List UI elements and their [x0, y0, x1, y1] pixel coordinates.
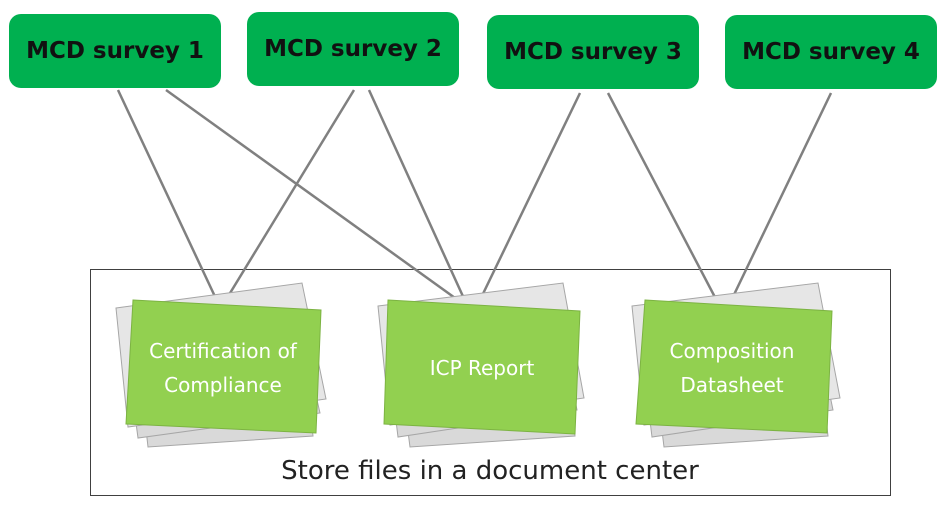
survey-box-4: MCD survey 4: [725, 15, 937, 89]
connector-lines: [116, 88, 833, 305]
document-stack-2: [377, 282, 585, 448]
connector-survey2-doc1: [222, 89, 356, 304]
survey-box-1: MCD survey 1: [9, 14, 221, 88]
survey-box-3: MCD survey 3: [487, 15, 699, 89]
survey-box-2: MCD survey 2: [247, 12, 459, 86]
document-label-text: Composition Datasheet: [669, 339, 795, 397]
connector-survey1-doc2: [165, 88, 463, 305]
document-label-text: Certification of Compliance: [149, 339, 297, 397]
document-label-2: ICP Report: [387, 318, 577, 418]
document-center-caption: Store files in a document center: [281, 456, 699, 486]
connector-survey2-doc2: [367, 89, 468, 304]
document-sheet-front: [383, 299, 581, 435]
survey-label: MCD survey 4: [742, 39, 920, 65]
document-label-3: Composition Datasheet: [637, 318, 827, 418]
connector-survey4-doc3: [728, 92, 833, 304]
connector-survey3-doc3: [606, 92, 720, 304]
document-label-text: ICP Report: [429, 356, 535, 380]
survey-label: MCD survey 2: [264, 36, 442, 62]
connector-survey1-doc1: [116, 89, 220, 304]
survey-label: MCD survey 1: [26, 38, 204, 64]
document-sheet-front: [125, 299, 322, 434]
connector-survey3-doc2: [478, 92, 582, 301]
document-stack-1: [115, 282, 327, 448]
document-sheet-front: [635, 299, 833, 434]
document-label-1: Certification of Compliance: [128, 318, 318, 418]
survey-label: MCD survey 3: [504, 39, 682, 65]
document-center-frame: [90, 269, 891, 496]
document-stack-3: [631, 282, 841, 448]
